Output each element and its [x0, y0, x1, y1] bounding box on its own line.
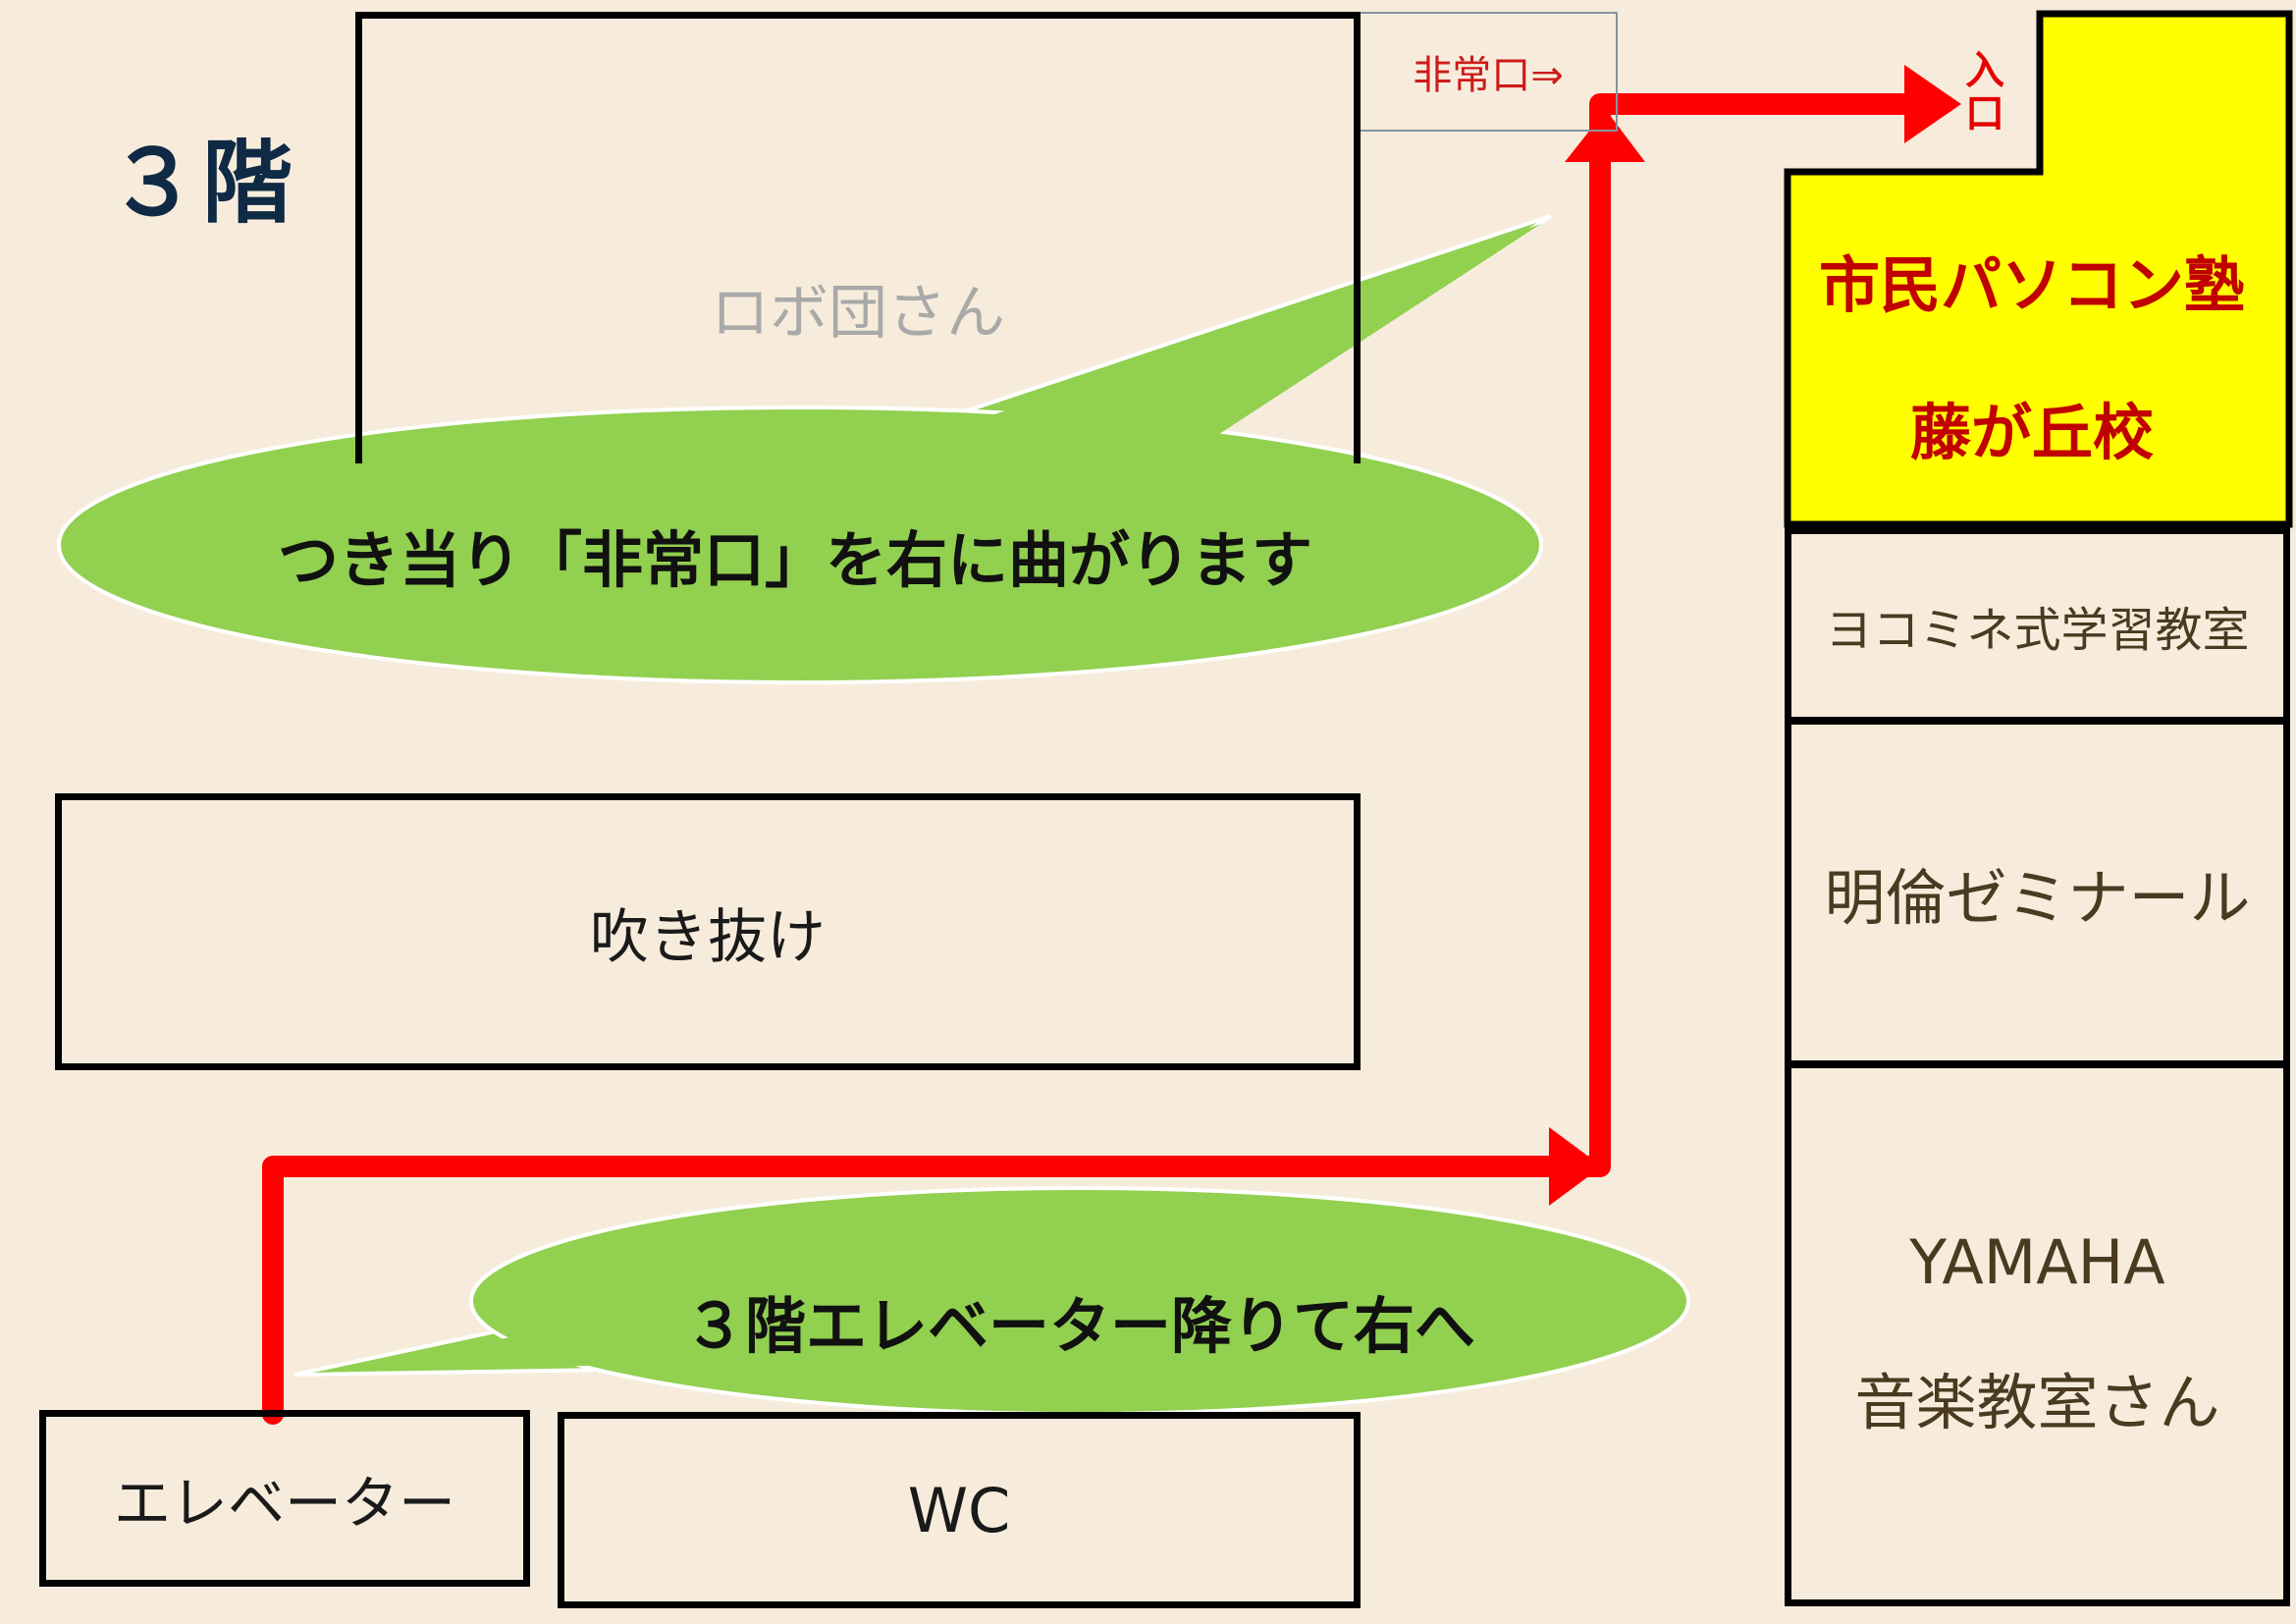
- room-elevator: エレベーター: [39, 1410, 530, 1587]
- route-arrowhead-up: [1565, 110, 1645, 162]
- room-robo-label: ロボ団さん: [711, 279, 1005, 348]
- pc-school-outline: [1784, 10, 2293, 528]
- room-wc: WC: [558, 1412, 1361, 1608]
- target-school-branch: 藤が丘校: [1909, 397, 2154, 468]
- room-yamaha: YAMAHA 音楽教室さん: [1785, 1061, 2290, 1606]
- callout-bubble-turn-right: [57, 214, 1553, 684]
- room-robo: [355, 12, 1361, 463]
- entrance-label: 入口: [1965, 48, 2004, 136]
- room-atrium: 吹き抜け: [55, 793, 1361, 1070]
- floor-title: ３階: [108, 131, 297, 236]
- route-arrowhead-right-lower: [1549, 1127, 1602, 1206]
- route-path: [262, 65, 1961, 1425]
- room-yokomine: ヨコミネ式学習教室: [1785, 527, 2290, 724]
- callout-turn-right-text: つき当り「非常口」を右に曲がります: [277, 524, 1312, 596]
- target-school-name: 市民パソコン塾: [1818, 249, 2245, 321]
- route-arrowhead-right-upper: [1904, 65, 1961, 143]
- room-meirin: 明倫ゼミナール: [1785, 718, 2290, 1067]
- room-yamaha-line2: 音楽教室さん: [1854, 1367, 2220, 1438]
- room-yamaha-line1: YAMAHA: [1909, 1226, 2165, 1298]
- emergency-exit-label: 非常口⇒: [1361, 12, 1618, 132]
- callout-exit-elevator-text: ３階エレベーター降りて右へ: [683, 1290, 1475, 1362]
